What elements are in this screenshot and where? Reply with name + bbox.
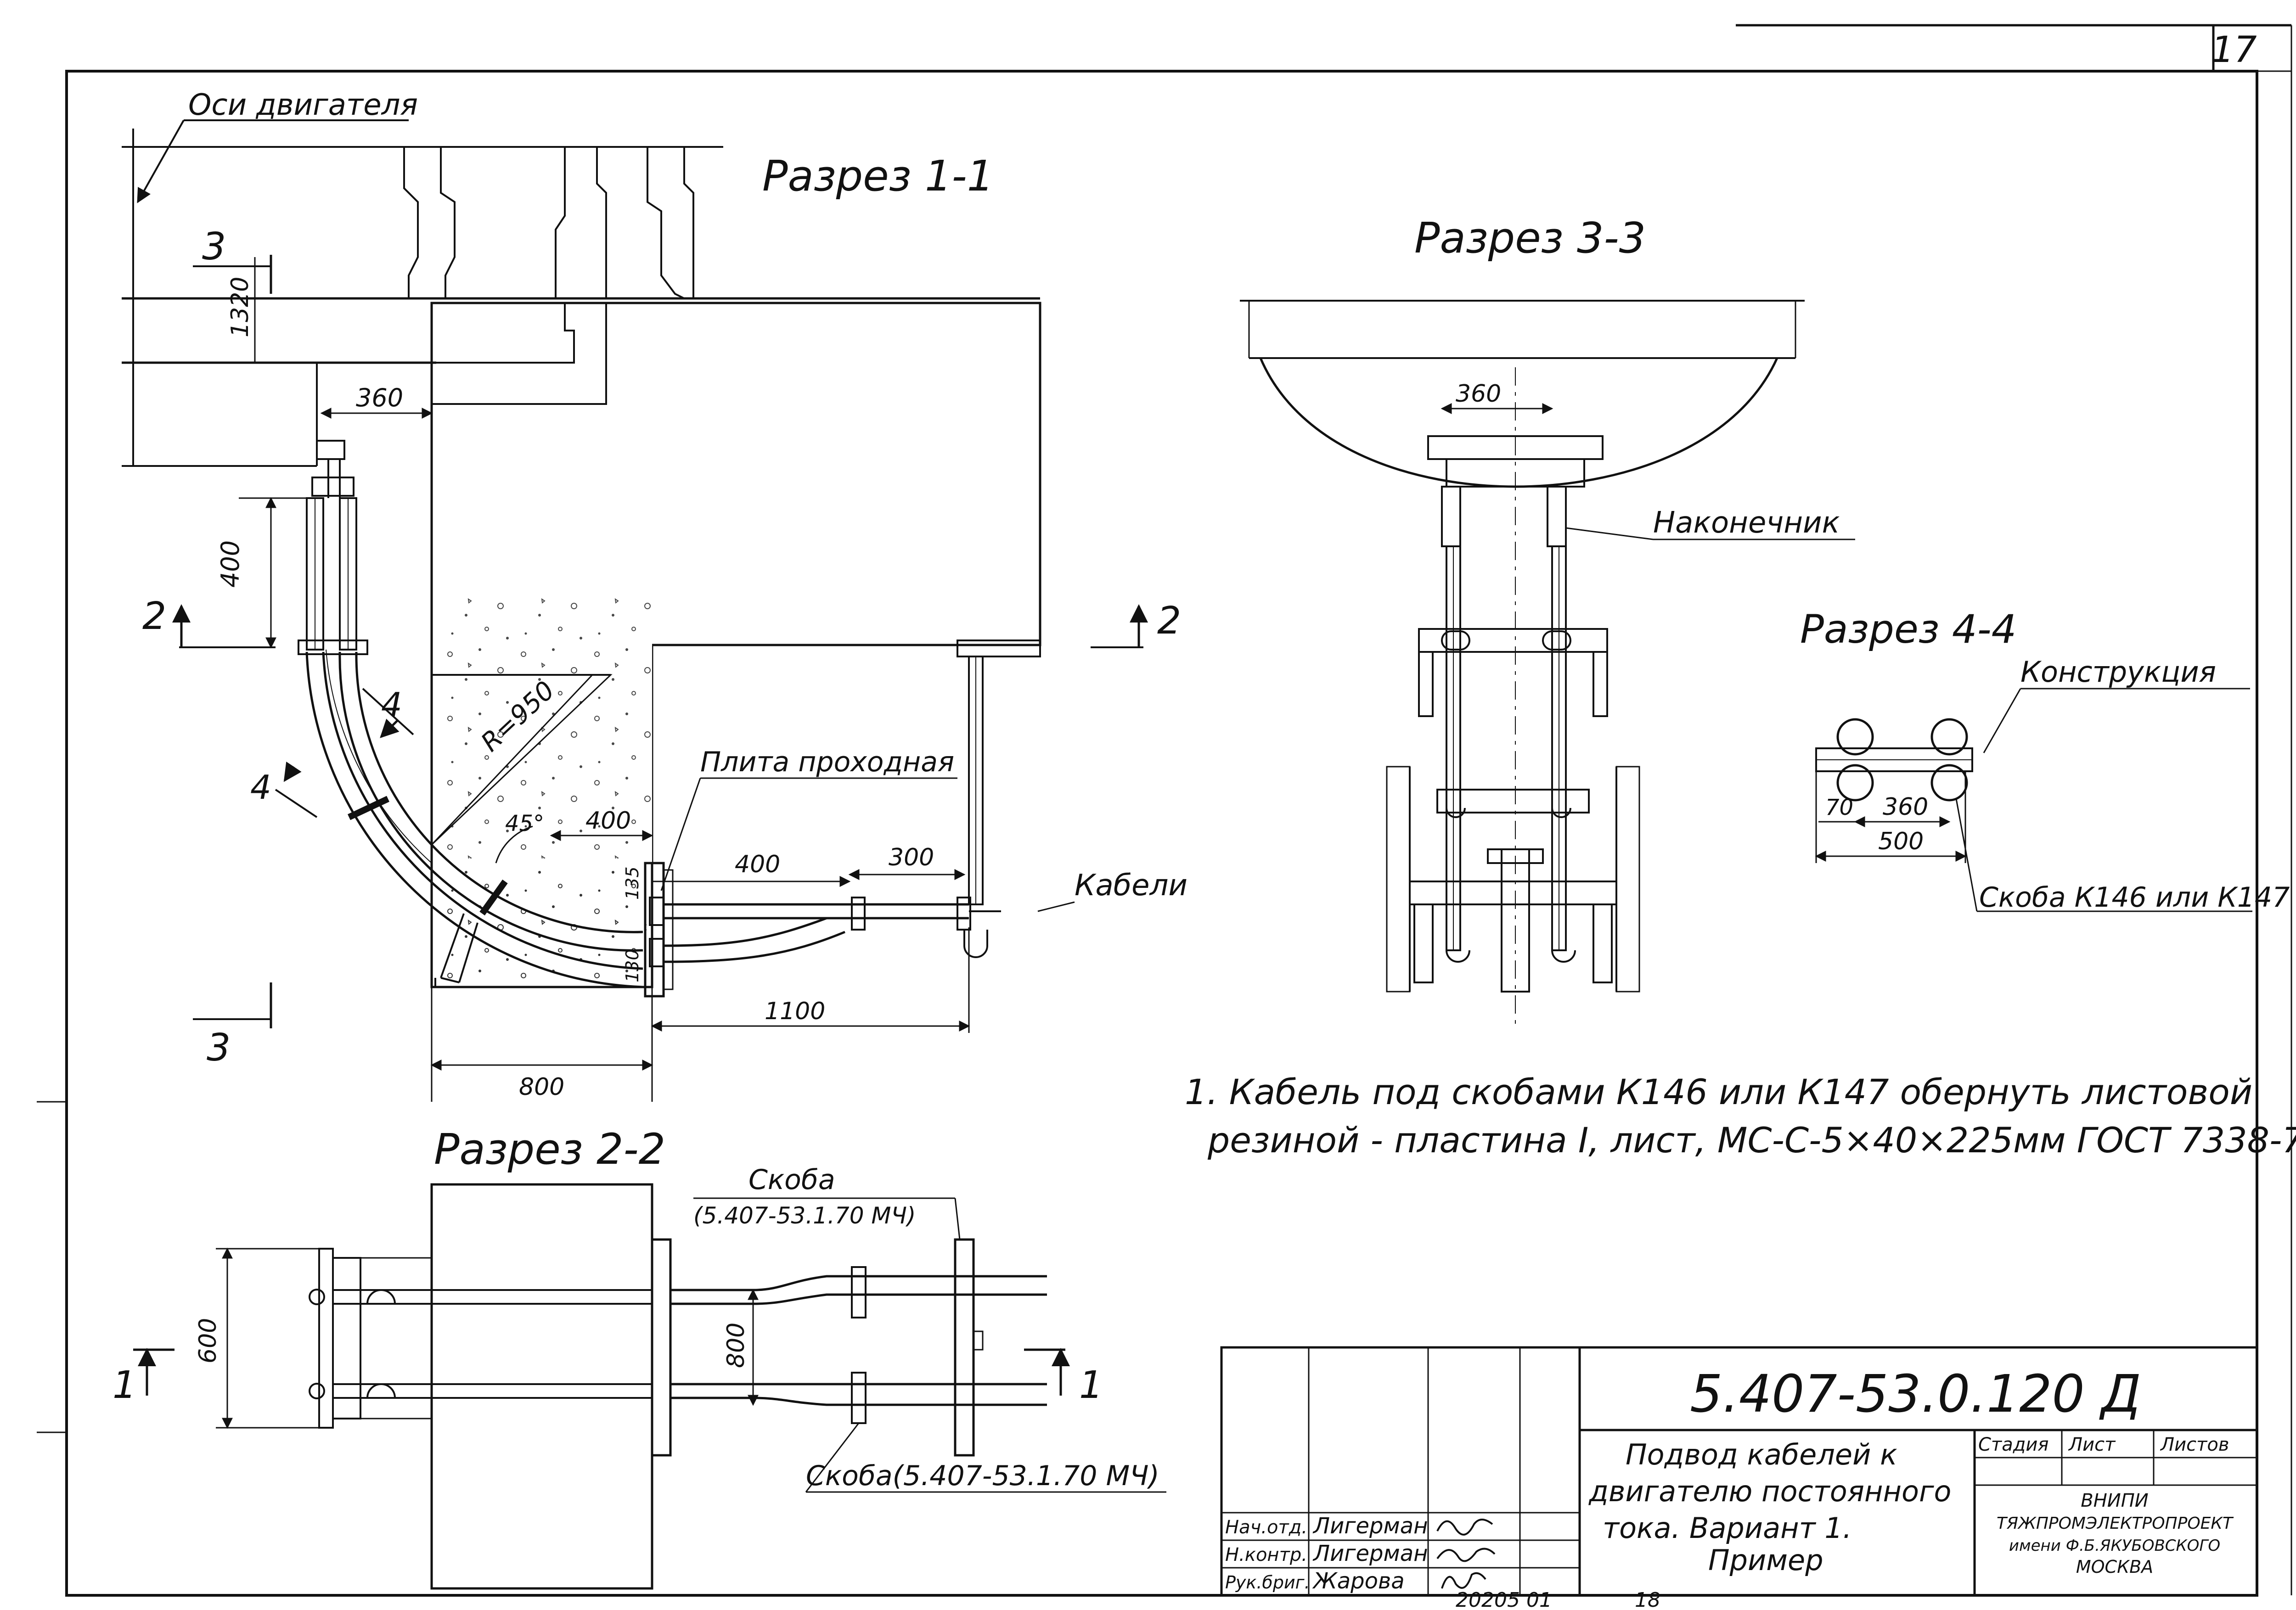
title-line-4: Пример <box>1708 1543 1823 1577</box>
bottom-number-right: 18 <box>1635 1588 1660 1610</box>
org-line-2: ТЯЖПРОМЭЛЕКТРОПРОЕКТ <box>1997 1514 2234 1533</box>
label-kabeli: Кабели <box>1075 869 1187 903</box>
name-row-2: Лигерман <box>1312 1541 1428 1566</box>
title-block <box>1220 1346 2258 1597</box>
sheets-header: Листов <box>2160 1434 2229 1455</box>
org-line-1: ВНИПИ <box>2081 1490 2148 1511</box>
mark-3-top: 3 <box>202 225 226 269</box>
label-nakonechnik: Наконечник <box>1653 506 1840 540</box>
cable-risers <box>298 440 368 655</box>
mark-4-upper: 4 <box>381 685 402 724</box>
sheet-frame <box>37 24 2292 1597</box>
mark-2-left: 2 <box>142 595 166 638</box>
dim-360-section-4: 360 <box>1883 793 1928 821</box>
section-3-3: Разрез 3-3 360 Наконечник <box>1240 213 1855 1024</box>
section-1-1: Разрез 1-1 Оси двигателя <box>122 88 1187 1102</box>
role-n-kontr: Н.контр. <box>1225 1544 1307 1565</box>
dim-70: 70 <box>1825 795 1853 820</box>
dim-1320: 1320 <box>226 277 254 337</box>
section-4-4-title: Разрез 4-4 <box>1800 606 2016 652</box>
section-2-2: Разрез 2-2 Скоба (5.407-53.1.70 МЧ) 600 … <box>113 1125 1166 1590</box>
mark-1-left: 1 <box>113 1363 136 1407</box>
sheet-number: 17 <box>2211 29 2257 71</box>
note-line-2: резиной - пластина I, лист, МС-С-5×40×22… <box>1207 1120 2296 1161</box>
role-ruk-brig: Рук.бриг. <box>1225 1572 1310 1593</box>
section-1-1-title: Разрез 1-1 <box>762 151 994 201</box>
org-line-3: имени Ф.Б.ЯКУБОВСКОГО <box>2009 1537 2220 1555</box>
dim-400-b: 400 <box>735 851 780 878</box>
section-3-3-title: Разрез 3-3 <box>1414 213 1646 263</box>
axis-label: Оси двигателя <box>188 88 418 122</box>
dim-130: 130 <box>622 949 642 982</box>
label-skoba-k146: Скоба К146 или К147 <box>1979 881 2290 914</box>
dim-360-section-3: 360 <box>1456 380 1501 408</box>
horizontal-cables <box>644 862 1001 998</box>
section-2-2-title: Разрез 2-2 <box>434 1125 665 1174</box>
note-line-1: 1. Кабель под скобами К146 или К147 обер… <box>1185 1071 2252 1112</box>
label-skoba-bottom: Скоба(5.407-53.1.70 МЧ) <box>806 1460 1159 1492</box>
dim-300: 300 <box>889 844 934 871</box>
label-konstrukciya: Конструкция <box>2020 655 2216 689</box>
support-structure-right <box>957 640 1041 905</box>
name-row-3: Жарова <box>1312 1568 1405 1594</box>
title-line-2: двигателю постоянного <box>1588 1475 1951 1508</box>
dim-600: 600 <box>194 1318 222 1363</box>
dim-45: 45° <box>505 811 544 836</box>
dim-500: 500 <box>1878 828 1924 855</box>
mark-1-right: 1 <box>1079 1363 1103 1407</box>
dim-135: 135 <box>622 866 642 900</box>
stage-header: Стадия <box>1978 1434 2048 1455</box>
drawing-code: 5.407-53.0.120 Д <box>1690 1364 2141 1424</box>
name-row-1: Лигерман <box>1312 1513 1428 1539</box>
org-line-4: МОСКВА <box>2076 1557 2153 1577</box>
cable-bends <box>305 649 643 988</box>
bottom-number-left: 20205 01 <box>1456 1588 1552 1610</box>
mark-3-bottom: 3 <box>207 1026 231 1070</box>
dim-800-section-2: 800 <box>722 1323 750 1368</box>
section-4-4: Разрез 4-4 Конструкция 70 360 500 Скоба … <box>1800 606 2290 914</box>
dim-1100: 1100 <box>765 998 825 1025</box>
label-plita-prokhodnaya: Плита проходная <box>700 746 954 778</box>
title-line-1: Подвод кабелей к <box>1626 1438 1897 1471</box>
dim-400-vertical: 400 <box>216 540 245 588</box>
signatures <box>1436 1519 1496 1589</box>
mark-2-right: 2 <box>1157 599 1181 643</box>
dim-800: 800 <box>519 1073 564 1101</box>
sheet-header: Лист <box>2068 1434 2116 1455</box>
motor-outline <box>122 129 1040 467</box>
label-skoba-top-ref: (5.407-53.1.70 МЧ) <box>693 1202 916 1229</box>
mark-4-lower: 4 <box>250 768 271 807</box>
dim-360: 360 <box>356 383 403 412</box>
title-line-3: тока. Вариант 1. <box>1603 1511 1852 1545</box>
role-nach-otd: Нач.отд. <box>1225 1517 1307 1538</box>
label-skoba-top: Скоба <box>748 1164 835 1196</box>
dim-400-a: 400 <box>585 807 631 835</box>
